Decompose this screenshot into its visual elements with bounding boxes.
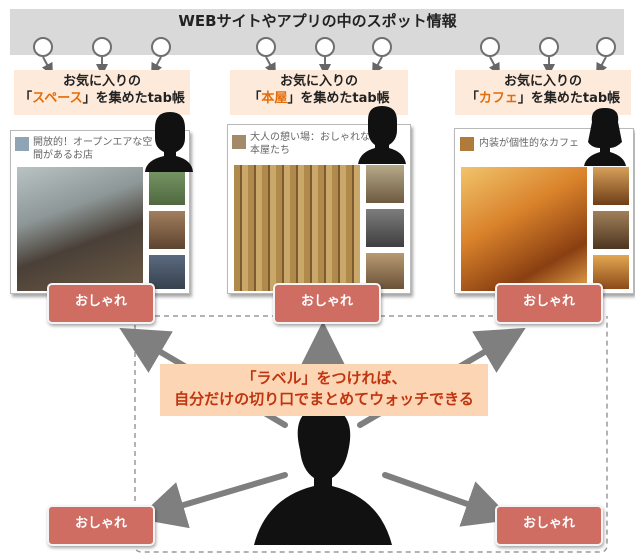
bracket-close: 」 bbox=[82, 91, 96, 106]
pin-icon bbox=[596, 37, 616, 57]
notebook-label-space: お気に入りの 「スペース」を集めたtab帳 bbox=[14, 70, 190, 115]
label-tag[interactable]: おしゃれ bbox=[273, 283, 381, 324]
notebook-keyword: 本屋 bbox=[261, 91, 288, 106]
card-side-photo bbox=[149, 167, 185, 205]
card-side-photo bbox=[149, 211, 185, 249]
card-main-photo bbox=[234, 165, 360, 291]
notebook-label-line2: 「カフェ」を集めたtab帳 bbox=[455, 90, 631, 107]
card-main-photo bbox=[17, 167, 143, 291]
card-side-photo bbox=[149, 255, 185, 289]
pin-icon bbox=[480, 37, 500, 57]
card-main-photo bbox=[461, 167, 587, 291]
card-side-photo bbox=[366, 209, 404, 247]
card-side-photo bbox=[593, 211, 629, 249]
person-silhouette-icon bbox=[358, 106, 406, 164]
card-side-photo bbox=[366, 165, 404, 203]
notebook-label-line2: 「本屋」を集めたtab帳 bbox=[230, 90, 408, 107]
card-thumbnail bbox=[15, 137, 29, 151]
card-side-photo bbox=[593, 167, 629, 205]
notebook-label-cafe: お気に入りの 「カフェ」を集めたtab帳 bbox=[455, 70, 631, 115]
notebook-keyword: カフェ bbox=[478, 91, 518, 106]
label-tag[interactable]: おしゃれ bbox=[47, 505, 155, 546]
pin-icon bbox=[539, 37, 559, 57]
tab-card-bookstore[interactable]: 大人の憩い場：おしゃれな本屋たち bbox=[227, 124, 411, 294]
notebook-keyword: スペース bbox=[32, 91, 83, 106]
center-message: 「ラベル」をつければ、 自分だけの切り口でまとめてウォッチできる bbox=[160, 364, 488, 416]
pin-icon bbox=[372, 37, 392, 57]
notebook-suffix: を集めたtab帳 bbox=[530, 91, 621, 106]
center-message-line1: 「ラベル」をつければ、 bbox=[241, 369, 407, 387]
card-description: 内装が個性的なカフェ bbox=[479, 138, 579, 149]
label-tag[interactable]: おしゃれ bbox=[495, 283, 603, 324]
person-silhouette-icon bbox=[584, 108, 626, 166]
pin-icon bbox=[151, 37, 171, 57]
person-silhouette-icon bbox=[145, 112, 193, 172]
bracket-open: 「 bbox=[248, 91, 262, 106]
bracket-close: 」 bbox=[517, 91, 531, 106]
card-description: 開放的！オープンエアな空間があるお店 bbox=[33, 137, 153, 161]
bracket-open: 「 bbox=[19, 91, 33, 106]
pin-icon bbox=[256, 37, 276, 57]
pin-icon bbox=[33, 37, 53, 57]
notebook-label-line1: お気に入りの bbox=[279, 74, 358, 89]
person-silhouette-icon bbox=[254, 405, 392, 545]
bracket-open: 「 bbox=[465, 91, 479, 106]
header-title: WEBサイトやアプリの中のスポット情報 bbox=[178, 12, 457, 30]
bracket-close: 」 bbox=[287, 91, 301, 106]
notebook-suffix: を集めたtab帳 bbox=[300, 91, 390, 106]
center-message-line2: 自分だけの切り口でまとめてウォッチできる bbox=[174, 390, 474, 408]
label-tag[interactable]: おしゃれ bbox=[47, 283, 155, 324]
notebook-label-line1: お気に入りの bbox=[503, 74, 582, 89]
pin-icon bbox=[315, 37, 335, 57]
card-thumbnail bbox=[232, 135, 246, 149]
notebook-label-line2: 「スペース」を集めたtab帳 bbox=[14, 90, 190, 107]
notebook-label-line1: お気に入りの bbox=[62, 74, 141, 89]
pin-icon bbox=[92, 37, 112, 57]
notebook-suffix: を集めたtab帳 bbox=[95, 91, 185, 106]
card-thumbnail bbox=[460, 137, 474, 151]
label-tag[interactable]: おしゃれ bbox=[495, 505, 603, 546]
card-description: 大人の憩い場：おしゃれな本屋たち bbox=[250, 132, 370, 156]
